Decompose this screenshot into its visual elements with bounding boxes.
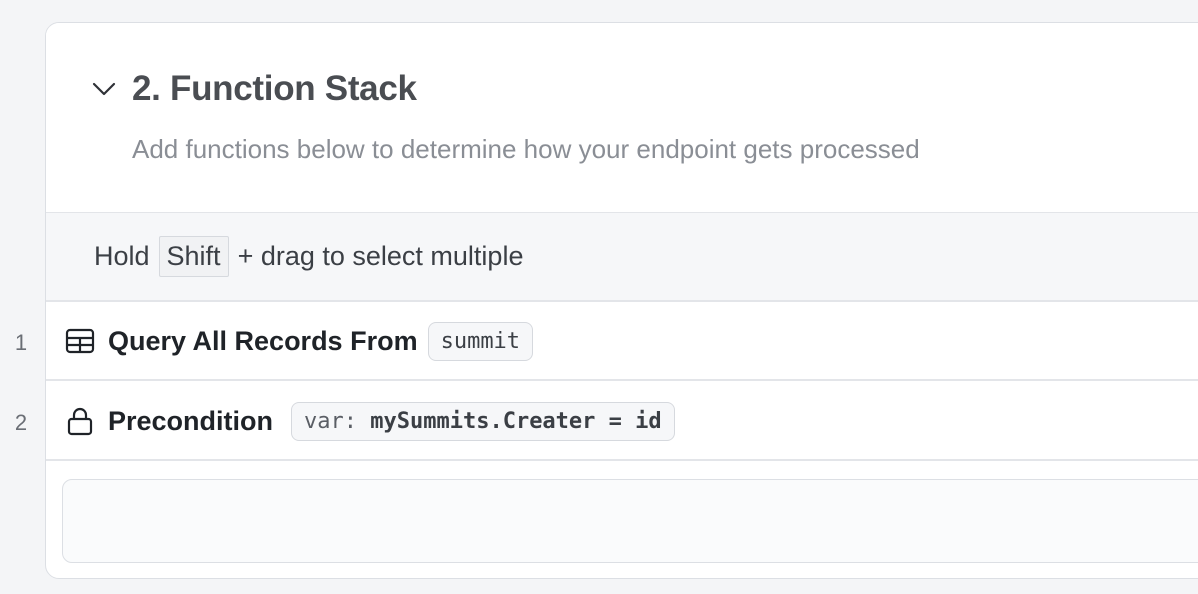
hint-text-before: Hold	[94, 241, 150, 271]
section-subtitle: Add functions below to determine how you…	[132, 134, 920, 164]
hint-text-after: + drag to select multiple	[237, 241, 524, 271]
function-row-query-all-records[interactable]: Query All Records From summit	[46, 303, 1198, 381]
lock-icon	[65, 406, 95, 436]
section-header: 2. Function Stack Add functions below to…	[46, 23, 1198, 212]
table-icon	[65, 326, 95, 356]
chevron-down-icon[interactable]	[90, 75, 118, 103]
function-row-precondition[interactable]: Precondition var: mySummits.Creater = id	[46, 383, 1198, 461]
var-prefix: var:	[304, 408, 357, 434]
function-title: Precondition	[108, 405, 274, 436]
condition-expression-chip: var: mySummits.Creater = id	[291, 401, 675, 441]
line-number-2: 2	[14, 410, 28, 435]
shift-key-badge: Shift	[158, 236, 229, 277]
table-name-chip: summit	[427, 321, 534, 361]
line-number-1: 1	[14, 330, 28, 355]
multi-select-hint: Hold Shift + drag to select multiple	[46, 212, 1198, 302]
section-title: 2. Function Stack	[132, 69, 417, 108]
function-title: Query All Records From	[108, 325, 418, 356]
function-stack-panel: 2. Function Stack Add functions below to…	[45, 22, 1198, 579]
add-function-drop-zone[interactable]	[62, 479, 1198, 563]
condition-expression: mySummits.Creater = id	[370, 408, 662, 434]
